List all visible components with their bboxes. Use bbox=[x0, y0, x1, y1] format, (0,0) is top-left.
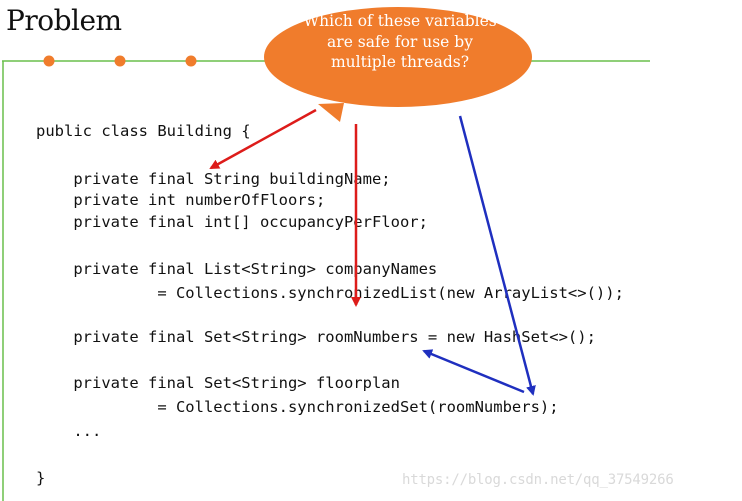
code-line: private final int[] occupancyPerFloor; bbox=[36, 213, 428, 231]
rule-dot bbox=[185, 55, 197, 67]
rule-dot bbox=[43, 55, 55, 67]
code-line: private final List<String> companyNames bbox=[36, 260, 438, 278]
code-line: } bbox=[36, 469, 46, 487]
code-line: private final Set<String> roomNumbers = … bbox=[36, 328, 596, 346]
code-line: private final String buildingName; bbox=[36, 170, 391, 188]
slide-title: Problem bbox=[6, 4, 122, 37]
code-line: private final Set<String> floorplan bbox=[36, 374, 400, 392]
code-line: private int numberOfFloors; bbox=[36, 191, 326, 209]
watermark: https://blog.csdn.net/qq_37549266 bbox=[402, 472, 674, 488]
rule-dot bbox=[114, 55, 126, 67]
code-line: public class Building { bbox=[36, 122, 251, 140]
code-line: ... bbox=[36, 422, 102, 440]
code-line: = Collections.synchronizedSet(roomNumber… bbox=[36, 398, 559, 416]
callout-text: Which of these variables are safe for us… bbox=[303, 12, 497, 71]
code-line: = Collections.synchronizedList(new Array… bbox=[36, 284, 624, 302]
